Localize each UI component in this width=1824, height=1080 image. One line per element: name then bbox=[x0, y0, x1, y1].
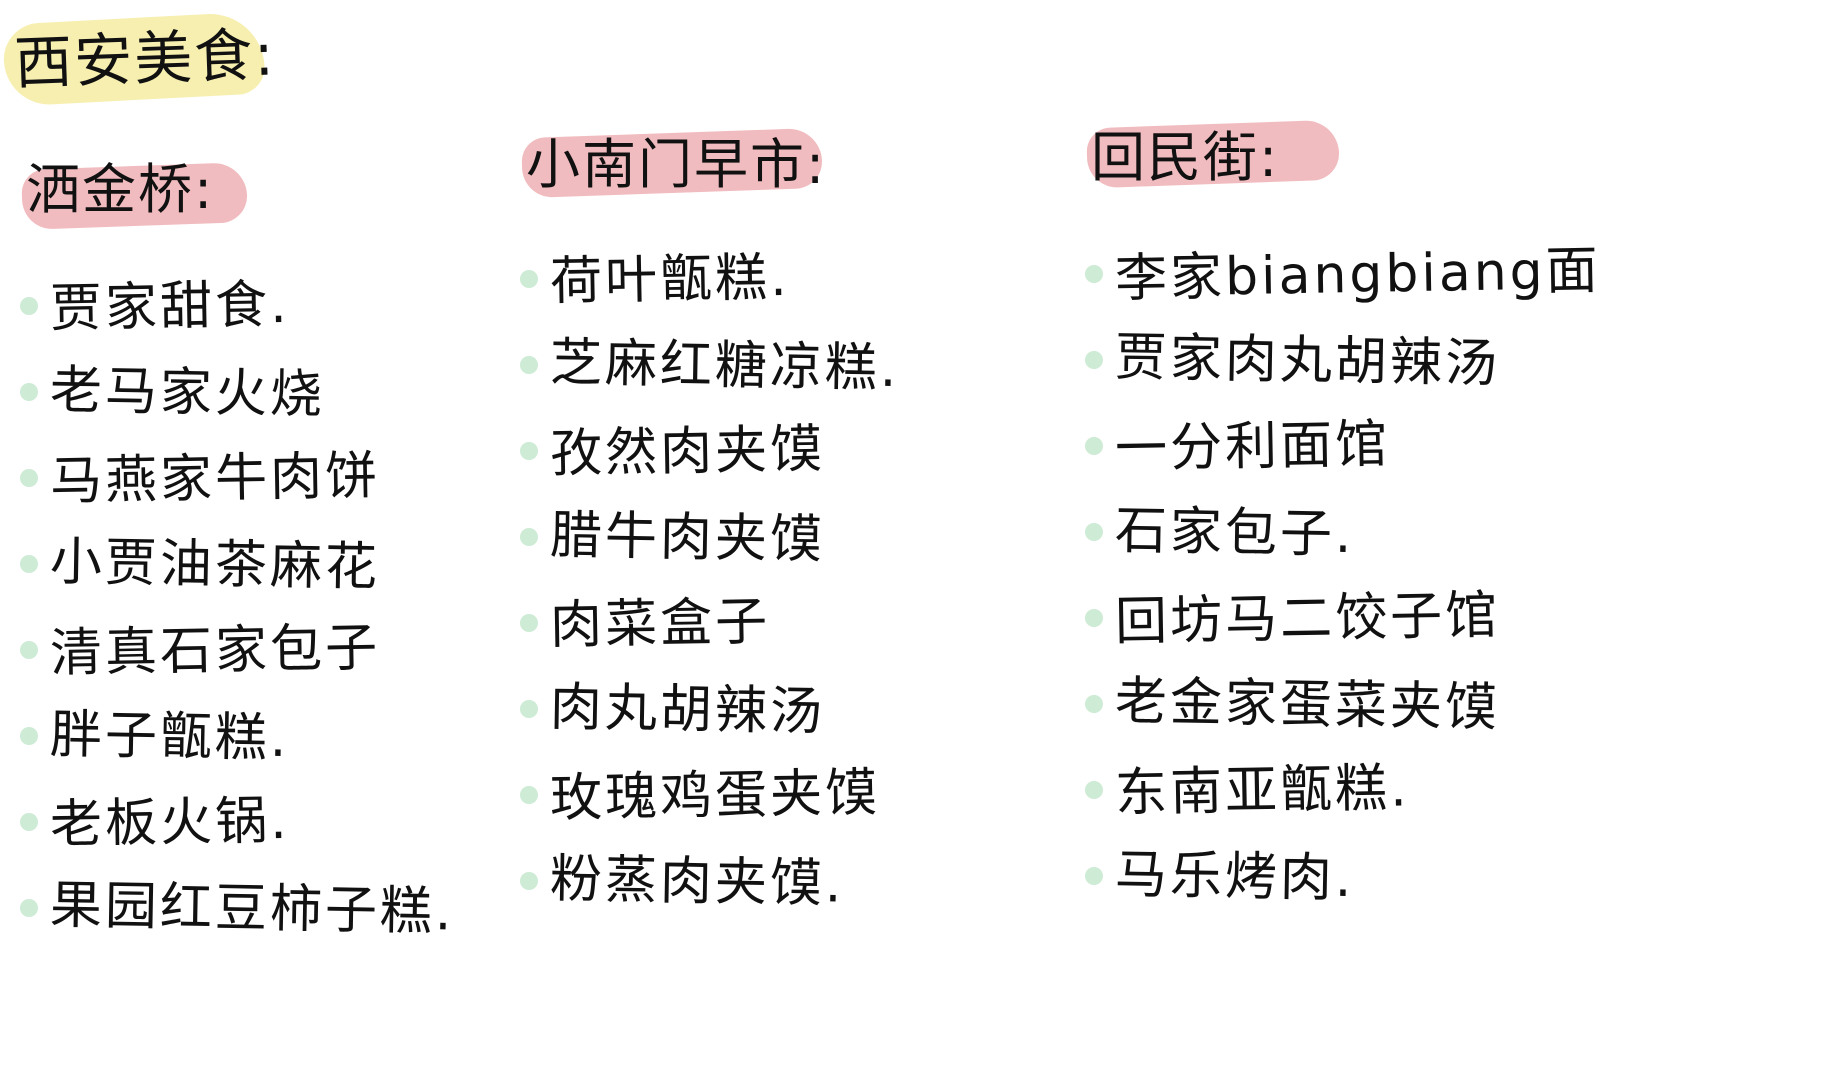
list-item: 清真石家包子 bbox=[20, 602, 540, 688]
food-item: 贾家肉丸胡辣汤 bbox=[1114, 327, 1501, 394]
bullet-dot-icon bbox=[520, 356, 538, 374]
list-item: 玫瑰鸡蛋夹馍 bbox=[520, 747, 1040, 833]
food-item: 老板火锅. bbox=[49, 790, 291, 855]
food-item: 荷叶甑糕. bbox=[549, 247, 791, 312]
food-list: 贾家甜食. 老马家火烧 马燕家牛肉饼 小贾油茶麻花 清真石家包子 胖子甑糕. 老… bbox=[20, 258, 540, 946]
bullet-dot-icon bbox=[520, 270, 538, 288]
list-item: 孜然肉夹馍 bbox=[520, 403, 1040, 489]
food-item: 贾家甜食. bbox=[49, 274, 291, 339]
page-title: 西安美食: bbox=[2, 11, 277, 107]
section-heading: 回民街: bbox=[1085, 118, 1340, 198]
bullet-dot-icon bbox=[520, 614, 538, 632]
list-item: 荷叶甑糕. bbox=[520, 231, 1040, 317]
food-item: 肉丸胡辣汤 bbox=[549, 677, 826, 742]
list-item: 胖子甑糕. bbox=[20, 688, 540, 774]
food-item: 清真石家包子 bbox=[49, 617, 381, 684]
list-item: 老马家火烧 bbox=[20, 344, 540, 430]
section-heading-text: 洒金桥: bbox=[26, 158, 215, 221]
bullet-dot-icon bbox=[1085, 437, 1103, 455]
bullet-dot-icon bbox=[20, 555, 38, 573]
section-saijinqiao: 洒金桥: 贾家甜食. 老马家火烧 马燕家牛肉饼 小贾油茶麻花 清真石家包子 胖子… bbox=[20, 150, 540, 946]
bullet-dot-icon bbox=[1085, 523, 1103, 541]
food-item: 胖子甑糕. bbox=[49, 704, 290, 769]
food-list: 荷叶甑糕. 芝麻红糖凉糕. 孜然肉夹馍 腊牛肉夹馍 肉菜盒子 肉丸胡辣汤 玫瑰鸡… bbox=[520, 231, 1040, 919]
food-item: 马乐烤肉. bbox=[1114, 844, 1355, 909]
section-xiaonanmen: 小南门早市: 荷叶甑糕. 芝麻红糖凉糕. 孜然肉夹馍 腊牛肉夹馍 肉菜盒子 肉丸… bbox=[520, 125, 1040, 919]
bullet-dot-icon bbox=[1085, 867, 1103, 885]
bullet-dot-icon bbox=[1085, 351, 1103, 369]
food-item: 肉菜盒子 bbox=[549, 591, 771, 656]
section-heading-text: 回民街: bbox=[1091, 126, 1280, 189]
list-item: 李家biangbiang面 bbox=[1085, 226, 1605, 312]
food-item: 石家包子. bbox=[1114, 500, 1355, 565]
bullet-dot-icon bbox=[1085, 265, 1103, 283]
bullet-dot-icon bbox=[20, 813, 38, 831]
food-item: 玫瑰鸡蛋夹馍 bbox=[549, 762, 881, 829]
list-item: 肉菜盒子 bbox=[520, 575, 1040, 661]
bullet-dot-icon bbox=[520, 872, 538, 890]
page-title-text: 西安美食: bbox=[13, 20, 277, 98]
food-list: 李家biangbiang面 贾家肉丸胡辣汤 一分利面馆 石家包子. 回坊马二饺子… bbox=[1085, 226, 1605, 914]
list-item: 腊牛肉夹馍 bbox=[520, 489, 1040, 575]
food-item: 小贾油茶麻花 bbox=[49, 531, 381, 598]
food-item: 芝麻红糖凉糕. bbox=[549, 332, 900, 399]
food-item: 孜然肉夹馍 bbox=[549, 419, 826, 484]
bullet-dot-icon bbox=[20, 469, 38, 487]
list-item: 回坊马二饺子馆 bbox=[1085, 570, 1605, 656]
bullet-dot-icon bbox=[20, 727, 38, 745]
bullet-dot-icon bbox=[1085, 609, 1103, 627]
list-item: 肉丸胡辣汤 bbox=[520, 661, 1040, 747]
list-item: 东南亚甑糕. bbox=[1085, 742, 1605, 828]
bullet-dot-icon bbox=[520, 786, 538, 804]
bullet-dot-icon bbox=[520, 700, 538, 718]
list-item: 果园红豆柿子糕. bbox=[20, 860, 540, 946]
list-item: 一分利面馆 bbox=[1085, 398, 1605, 484]
bullet-dot-icon bbox=[20, 297, 38, 315]
list-item: 芝麻红糖凉糕. bbox=[520, 317, 1040, 403]
food-item: 马燕家牛肉饼 bbox=[49, 445, 381, 512]
list-item: 小贾油茶麻花 bbox=[20, 516, 540, 602]
list-item: 马乐烤肉. bbox=[1085, 828, 1605, 914]
bullet-dot-icon bbox=[20, 899, 38, 917]
food-item: 老马家火烧 bbox=[49, 360, 326, 425]
list-item: 贾家肉丸胡辣汤 bbox=[1085, 312, 1605, 398]
bullet-dot-icon bbox=[520, 442, 538, 460]
bullet-dot-icon bbox=[520, 528, 538, 546]
section-heading-text: 小南门早市: bbox=[526, 133, 827, 196]
food-item: 一分利面馆 bbox=[1114, 414, 1391, 479]
list-item: 老金家蛋菜夹馍 bbox=[1085, 656, 1605, 742]
section-heading: 洒金桥: bbox=[20, 150, 248, 230]
bullet-dot-icon bbox=[20, 383, 38, 401]
food-item: 腊牛肉夹馍 bbox=[549, 505, 826, 570]
bullet-dot-icon bbox=[20, 641, 38, 659]
food-item: 李家biangbiang面 bbox=[1114, 240, 1602, 309]
list-item: 石家包子. bbox=[1085, 484, 1605, 570]
food-item: 果园红豆柿子糕. bbox=[49, 874, 455, 943]
food-item: 老金家蛋菜夹馍 bbox=[1114, 671, 1501, 738]
bullet-dot-icon bbox=[1085, 695, 1103, 713]
section-huiminjie: 回民街: 李家biangbiang面 贾家肉丸胡辣汤 一分利面馆 石家包子. 回… bbox=[1085, 118, 1605, 914]
food-item: 粉蒸肉夹馍. bbox=[549, 848, 845, 915]
list-item: 粉蒸肉夹馍. bbox=[520, 833, 1040, 919]
list-item: 贾家甜食. bbox=[20, 258, 540, 344]
food-item: 回坊马二饺子馆 bbox=[1114, 585, 1501, 652]
list-item: 马燕家牛肉饼 bbox=[20, 430, 540, 516]
bullet-dot-icon bbox=[1085, 781, 1103, 799]
list-item: 老板火锅. bbox=[20, 774, 540, 860]
section-heading: 小南门早市: bbox=[520, 125, 826, 205]
food-item: 东南亚甑糕. bbox=[1114, 757, 1411, 824]
